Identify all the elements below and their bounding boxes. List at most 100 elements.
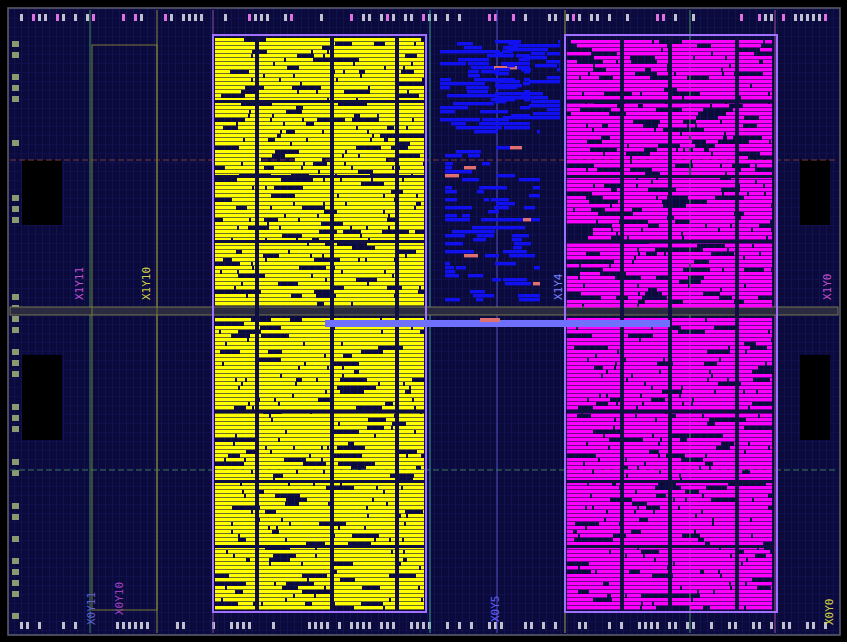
cell <box>242 254 263 257</box>
cell <box>335 534 352 537</box>
cell <box>414 474 420 477</box>
cell <box>370 494 386 497</box>
cell <box>267 258 293 261</box>
cell <box>300 154 324 157</box>
cell <box>349 142 377 145</box>
cell <box>273 418 296 421</box>
cell <box>343 342 348 345</box>
cell <box>266 282 278 285</box>
cell <box>257 422 272 425</box>
cell <box>741 96 747 99</box>
cell <box>215 530 231 533</box>
cell <box>401 366 424 369</box>
cell <box>680 104 686 107</box>
io-pad <box>44 14 47 21</box>
cell <box>591 104 617 107</box>
cell <box>292 534 321 537</box>
cell <box>303 486 326 489</box>
cell <box>222 270 237 273</box>
cell <box>224 246 239 249</box>
cell <box>267 446 284 449</box>
cell <box>265 74 293 77</box>
cell <box>284 446 293 449</box>
cell <box>379 114 383 117</box>
cell <box>410 110 424 113</box>
cell <box>709 76 725 79</box>
cell <box>567 80 579 83</box>
cell <box>352 226 357 229</box>
cell <box>409 90 424 93</box>
cell <box>229 490 242 493</box>
cell <box>302 378 316 381</box>
cell <box>375 462 390 465</box>
cell <box>410 486 418 489</box>
cell <box>340 38 365 41</box>
cell <box>671 104 680 107</box>
cell <box>399 218 412 221</box>
io-pad <box>350 622 353 629</box>
cell <box>354 530 378 533</box>
io-pad <box>146 622 149 629</box>
cell <box>363 54 378 57</box>
cell <box>261 106 283 109</box>
cell <box>230 38 244 41</box>
cell <box>354 606 370 609</box>
io-pad <box>20 14 23 21</box>
cell <box>305 270 316 273</box>
cell <box>418 486 424 489</box>
cell <box>606 68 621 71</box>
cell <box>261 122 283 125</box>
cell <box>270 278 297 281</box>
io-pad <box>656 14 659 21</box>
cell <box>323 446 327 449</box>
cell <box>368 414 381 417</box>
cell <box>223 66 240 69</box>
cell <box>336 358 354 361</box>
cell <box>413 422 424 425</box>
cell <box>749 56 764 59</box>
cell <box>333 166 351 169</box>
io-pad <box>290 14 293 21</box>
cell <box>751 68 772 71</box>
cell <box>765 80 771 83</box>
cell <box>272 598 285 601</box>
cell <box>231 366 251 369</box>
cell <box>313 278 325 281</box>
cell <box>266 38 281 41</box>
cell <box>275 138 285 141</box>
cell <box>215 70 230 73</box>
cell <box>308 470 323 473</box>
cell <box>579 80 593 83</box>
cell <box>239 574 246 577</box>
cell <box>311 94 322 97</box>
cell <box>720 80 730 83</box>
cell <box>284 322 301 325</box>
cell <box>295 130 315 133</box>
cell <box>370 90 391 93</box>
cell <box>333 330 341 333</box>
cell <box>243 598 255 601</box>
cell <box>285 154 300 157</box>
cell <box>247 210 252 213</box>
cell <box>410 182 424 185</box>
cell <box>353 474 361 477</box>
cell <box>417 114 424 117</box>
cell <box>421 210 424 213</box>
cell <box>379 118 386 121</box>
cell <box>261 498 272 501</box>
cell <box>369 514 394 517</box>
cell <box>240 342 267 345</box>
cell <box>342 510 370 513</box>
cell <box>371 542 396 545</box>
cell <box>420 414 424 417</box>
cell <box>301 374 322 377</box>
io-pad <box>326 622 329 629</box>
cell <box>346 198 372 201</box>
cell <box>299 254 310 257</box>
cell <box>420 190 424 193</box>
cell <box>306 422 317 425</box>
cell <box>385 42 414 45</box>
cell <box>335 158 352 161</box>
empty-site <box>22 355 62 440</box>
cell <box>215 106 244 109</box>
